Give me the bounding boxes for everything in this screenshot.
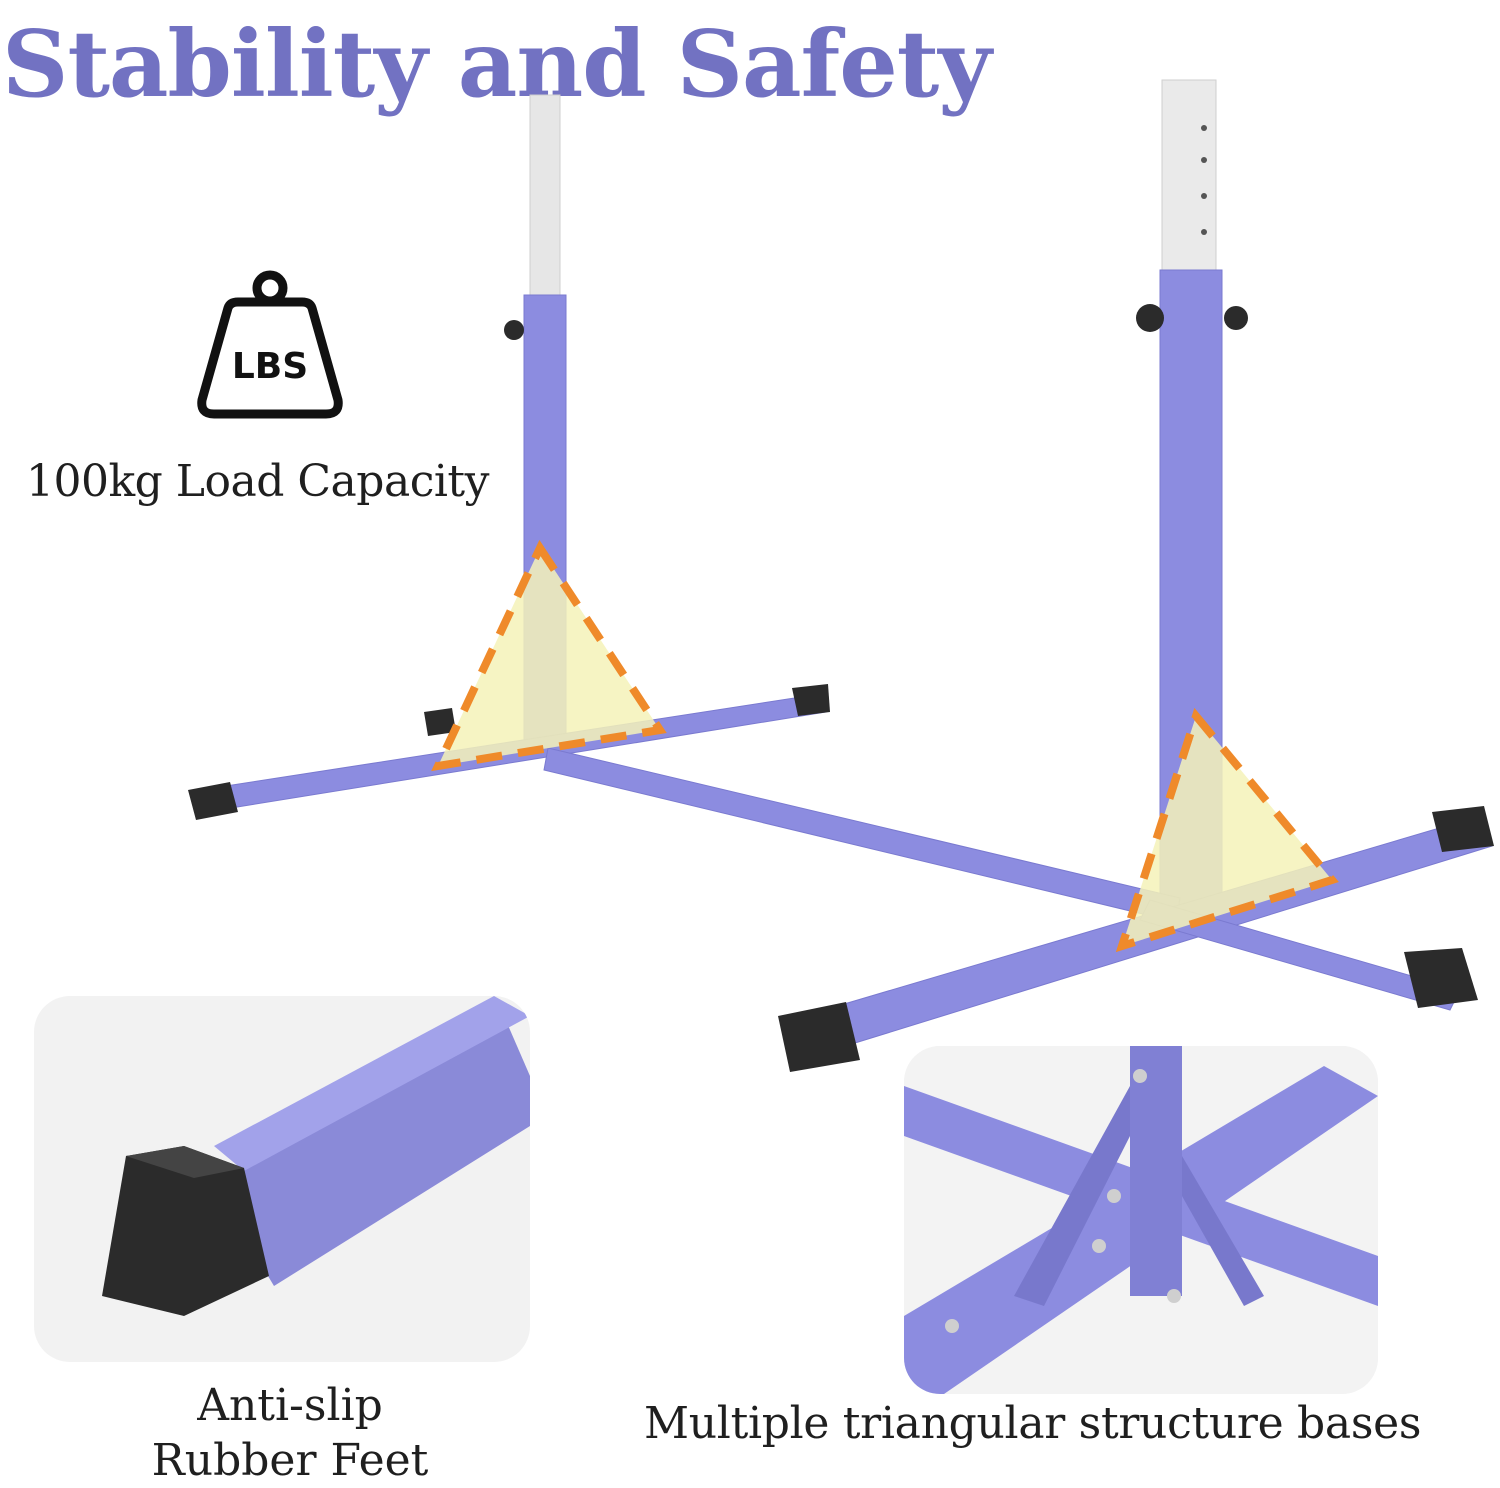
right-foot-front [778,1002,860,1072]
left-foot-back [792,684,830,716]
right-foot-side [1404,948,1478,1008]
triangular-bases-caption: Multiple triangular structure bases [644,1398,1422,1449]
rubber-feet-caption-line2: Rubber Feet [151,1435,429,1486]
upright-closeup [1130,1046,1182,1296]
gusset-right [1182,1156,1264,1306]
right-knob [1136,304,1164,332]
left-upright-extension [529,94,561,306]
left-knob [504,320,524,340]
gusset-left [1014,1086,1130,1306]
right-upright-extension [1161,79,1217,281]
left-foot-front [188,782,238,820]
page-title: Stability and Safety [2,10,992,118]
weight-icon-label: LBS [232,346,308,387]
load-capacity-label: 100kg Load Capacity [26,456,489,507]
right-triangle-highlight [1115,707,1339,953]
rubber-feet-caption: Anti-slip Rubber Feet [140,1378,440,1488]
right-foot-back [1432,806,1494,852]
weight-icon: LBS [197,270,343,419]
left-triangle-highlight [431,539,667,772]
rubber-feet-caption-line1: Anti-slip [197,1380,383,1431]
rubber-feet-inset [34,996,530,1362]
triangular-base-inset [904,1046,1378,1394]
rubber-foot-closeup [102,1146,269,1316]
left-foot-rear [424,708,456,736]
connecting-bar [543,747,1181,923]
bar-closeup [214,1016,530,1286]
right-knob-2 [1224,306,1248,330]
